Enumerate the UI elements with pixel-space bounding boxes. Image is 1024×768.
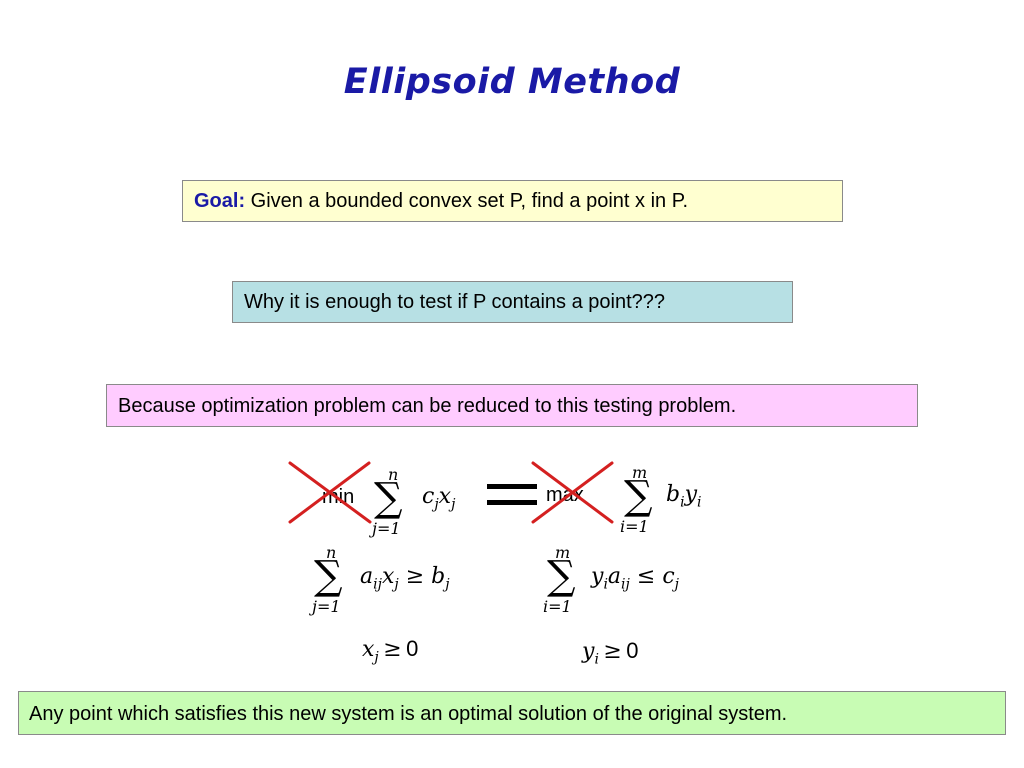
why-box: Why it is enough to test if P contains a…: [232, 281, 793, 323]
dual-constraint-expr: yiaij ≤ cj: [591, 564, 679, 593]
slide-title: Ellipsoid Method: [343, 62, 681, 102]
dual-nonneg: yi ≥ 0: [582, 638, 639, 668]
goal-box: Goal: Given a bounded convex set P, find…: [182, 180, 843, 222]
goal-label: Goal:: [194, 190, 246, 212]
dual-constraint-sigma: ∑: [547, 553, 576, 599]
goal-text: Given a bounded convex set P, find a poi…: [245, 190, 689, 212]
primal-sum-lower: j=1: [372, 519, 401, 538]
primal-constraint-lower: j=1: [312, 597, 341, 616]
primal-constraint-expr: aijxj ≥ bj: [360, 564, 450, 593]
dual-constraint-upper: m: [555, 543, 571, 562]
because-box: Because optimization problem can be redu…: [106, 384, 918, 427]
dual-constraint: m ∑ i=1 yiaij ≤ cj: [541, 544, 721, 624]
cross-over-min: [288, 461, 372, 524]
dual-constraint-lower: i=1: [543, 597, 572, 616]
dual-sum-sigma: ∑: [624, 473, 653, 519]
dual-objective-term: biyi: [666, 482, 702, 511]
cross-over-max: [531, 461, 614, 524]
primal-sum-sigma: ∑: [374, 475, 403, 521]
primal-objective-term: cjxj: [422, 484, 456, 513]
primal-nonneg: xj ≥ 0: [362, 636, 419, 666]
why-text: Why it is enough to test if P contains a…: [244, 291, 665, 313]
primal-constraint: n ∑ j=1 aijxj ≥ bj: [310, 544, 490, 624]
primal-constraint-upper: n: [326, 543, 337, 562]
any-point-box: Any point which satisfies this new syste…: [18, 691, 1006, 735]
dual-sum-lower: i=1: [620, 517, 649, 536]
dual-sum-upper: m: [632, 463, 648, 482]
primal-sum-upper: n: [388, 465, 399, 484]
primal-constraint-sigma: ∑: [314, 553, 343, 599]
because-text: Because optimization problem can be redu…: [118, 395, 737, 417]
equals-sign: [487, 474, 539, 514]
any-point-text: Any point which satisfies this new syste…: [29, 703, 788, 725]
